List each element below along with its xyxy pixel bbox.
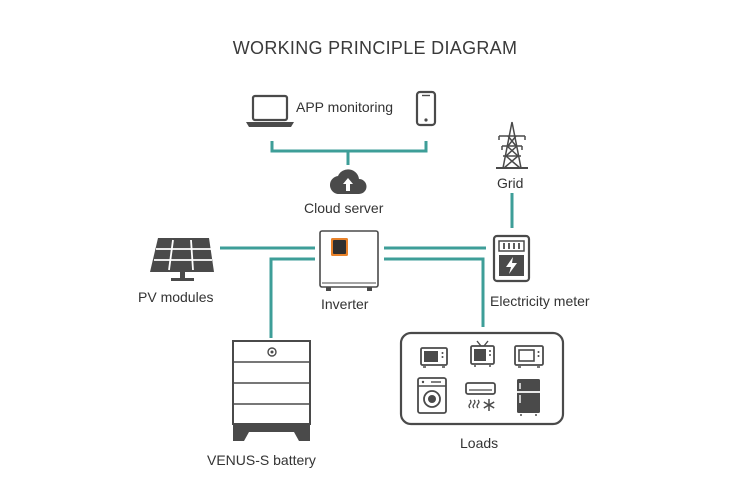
electricity-meter-label: Electricity meter: [490, 293, 590, 309]
electricity-meter-icon: [492, 234, 531, 283]
inverter-to-battery-line: [269, 257, 315, 338]
cloud-upload-icon: [329, 169, 367, 195]
battery-stack-icon: [232, 340, 311, 441]
inverter-label: Inverter: [321, 296, 369, 312]
laptop-icon: [246, 94, 294, 127]
microwave-icon: [420, 347, 448, 368]
transmission-tower-icon: [496, 121, 528, 169]
loads-group: [399, 331, 565, 426]
loads-label: Loads: [460, 435, 499, 451]
inverter-to-loads-line: [384, 257, 485, 327]
diagram-title: WORKING PRINCIPLE DIAGRAM: [232, 38, 518, 58]
cloud-server-label: Cloud server: [304, 200, 384, 216]
connectors: [220, 141, 514, 338]
app-monitoring-label: APP monitoring: [296, 99, 394, 115]
pv-modules-label: PV modules: [138, 289, 214, 305]
inverter-icon: [319, 230, 379, 291]
loads-container: [399, 331, 565, 426]
washing-machine-icon: [417, 377, 447, 414]
battery-label: VENUS-S battery: [207, 452, 316, 468]
solar-panel-icon: [150, 238, 214, 281]
air-conditioner-icon: [465, 382, 496, 411]
grid-label: Grid: [497, 175, 524, 191]
app-to-cloud-line: [270, 141, 428, 153]
oven-icon: [514, 345, 544, 368]
smartphone-icon: [415, 90, 437, 127]
refrigerator-icon: [517, 379, 540, 416]
tv-icon: [470, 340, 495, 367]
